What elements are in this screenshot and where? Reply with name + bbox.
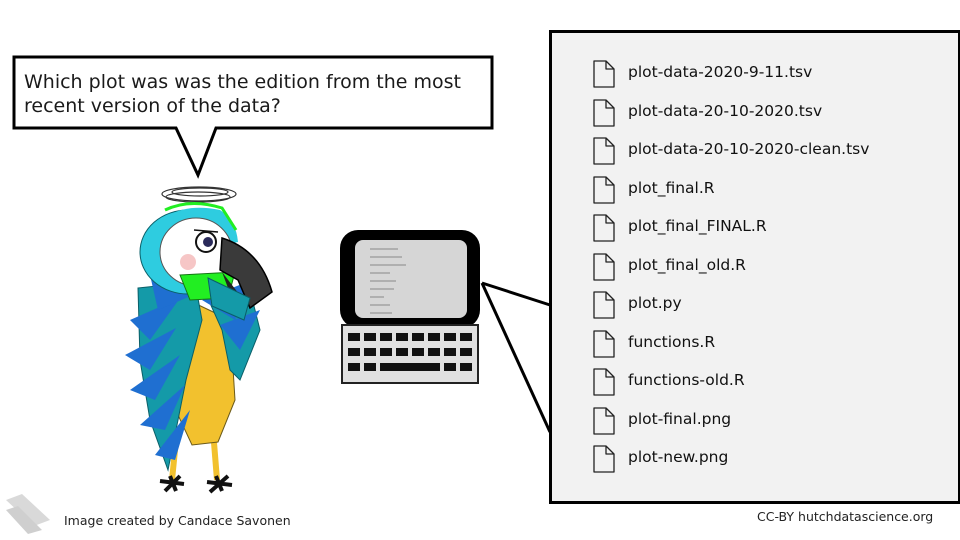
file-name: plot_final.R: [628, 178, 715, 197]
license-credit: CC-BY hutchdatascience.org: [757, 509, 934, 524]
file-name: plot_final_FINAL.R: [628, 217, 767, 235]
computer-illustration: [340, 230, 480, 384]
file-name: plot-new.png: [628, 448, 729, 466]
document-icon: [593, 252, 615, 281]
parrot-illustration: [125, 202, 273, 494]
file-name: plot_final_old.R: [628, 255, 746, 274]
tiny-file-lines: [370, 248, 406, 314]
question-text: Which plot was was the edition from the …: [24, 71, 461, 117]
hutch-logo-icon: [6, 494, 50, 534]
image-credit: Image created by Candace Savonen: [64, 513, 291, 528]
document-icon: [593, 137, 615, 165]
file-name: functions-old.R: [628, 371, 745, 389]
document-icon: [593, 445, 615, 473]
file-name: plot.py: [628, 294, 682, 312]
document-icon: [593, 98, 615, 127]
file-name: functions.R: [628, 332, 716, 351]
document-icon: [593, 291, 615, 319]
connector-line-top: [481, 281, 551, 307]
document-icon: [593, 60, 615, 88]
file-name: plot-data-2020-9-11.tsv: [628, 63, 813, 81]
document-icon: [593, 406, 615, 435]
file-list-panel: plot-data-2020-9-11.tsv plot-data-20-10-2…: [549, 30, 960, 504]
connector-line-bottom: [480, 282, 552, 433]
document-icon: [593, 329, 615, 358]
file-name: plot-data-20-10-2020-clean.tsv: [628, 140, 870, 158]
speech-bubble: [12, 55, 494, 179]
file-name: plot-data-20-10-2020.tsv: [628, 101, 823, 120]
keyboard-keys: [348, 333, 472, 371]
document-icon: [593, 214, 615, 242]
confusion-scribble: [161, 186, 237, 203]
document-icon: [593, 368, 615, 396]
document-icon: [593, 175, 615, 204]
file-name: plot-final.png: [628, 409, 732, 428]
